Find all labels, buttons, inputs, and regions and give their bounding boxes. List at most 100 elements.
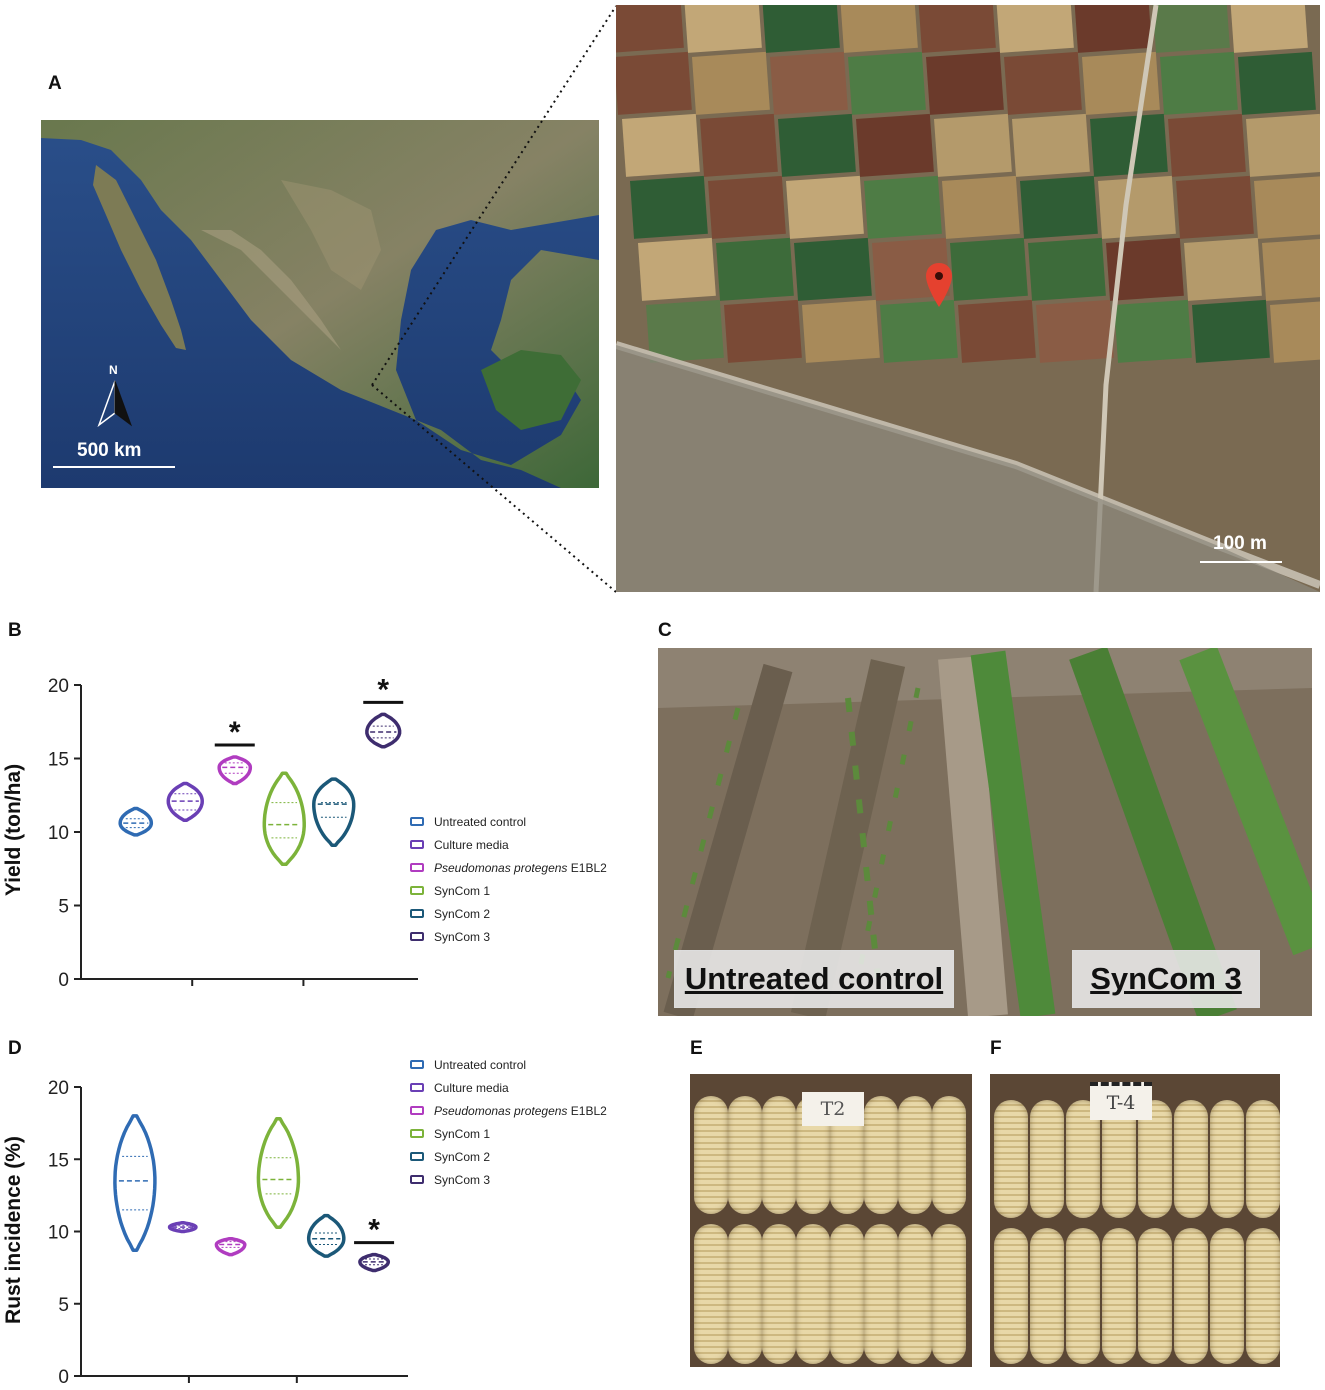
location-pin-icon [926, 263, 952, 307]
field-plot [848, 51, 926, 115]
field-plot [995, 5, 1074, 53]
legend-label: Pseudomonas protegens E1BL2 [434, 860, 607, 875]
legend-label: SynCom 2 [434, 1149, 491, 1164]
field-plot [934, 113, 1012, 177]
field-plot [1106, 237, 1184, 301]
maize-ear [1210, 1100, 1244, 1218]
field-plot [1035, 299, 1114, 363]
y-tick-label: 5 [58, 897, 69, 918]
field-plot [1191, 299, 1270, 363]
violin-shape [306, 1213, 346, 1258]
violin-shape [256, 1117, 301, 1229]
panel-label-a: A [48, 73, 62, 94]
legend-label: Untreated control [434, 1057, 527, 1072]
maize-ear [1174, 1100, 1208, 1218]
legend-label: SynCom 1 [434, 1126, 491, 1141]
field-plot [1253, 175, 1320, 239]
map-overview-graphic [41, 120, 599, 488]
legend-item: Untreated control [410, 1053, 607, 1076]
legend-swatch [410, 909, 424, 918]
maize-ear [1174, 1228, 1208, 1364]
maize-ear [762, 1224, 796, 1364]
legend-swatch [410, 1175, 424, 1184]
t4-tag-label: T-4 [1090, 1082, 1152, 1120]
field-plot [1004, 51, 1082, 115]
t2-tag-label: T2 [802, 1092, 864, 1126]
violin-shape [214, 1236, 247, 1257]
field-plot [622, 113, 700, 177]
legend-swatch [410, 1083, 424, 1092]
field-plot [616, 5, 684, 53]
violin-shape [262, 771, 306, 867]
y-tick-label: 20 [48, 676, 69, 697]
field-plot [684, 5, 762, 53]
legend-label: Culture media [434, 837, 509, 852]
violin-shape [166, 781, 204, 822]
legend-label: SynCom 3 [434, 929, 491, 944]
legend-item: Pseudomonas protegens E1BL2 [410, 856, 607, 879]
y-tick-label: 10 [48, 1223, 69, 1244]
panel-label-e: E [690, 1038, 703, 1059]
violin-shape [365, 712, 402, 749]
map-overview-scale-label: 500 km [77, 440, 142, 461]
legend-item: SynCom 3 [410, 925, 607, 948]
field-plot [950, 237, 1028, 301]
field-plot [1113, 299, 1192, 363]
violin-shape [312, 777, 356, 847]
y-tick-label: 0 [58, 970, 69, 991]
legend-swatch [410, 1129, 424, 1138]
legend-item: Untreated control [410, 810, 607, 833]
panel-label-b: B [8, 620, 22, 641]
maize-ear [1030, 1100, 1064, 1218]
field-plot [1097, 175, 1176, 239]
field-plot [864, 175, 942, 239]
field-plot [1229, 5, 1308, 53]
legend-item: SynCom 2 [410, 1145, 607, 1168]
field-plot [1237, 51, 1316, 115]
legend-item: Culture media [410, 833, 607, 856]
legend-item: Pseudomonas protegens E1BL2 [410, 1099, 607, 1122]
maize-ear [694, 1224, 728, 1364]
maize-ear [1246, 1100, 1280, 1218]
legend-swatch [410, 1152, 424, 1161]
field-map-scale-label: 100 m [1213, 533, 1267, 554]
field-plot [926, 51, 1004, 115]
maize-ear [1210, 1228, 1244, 1364]
north-label: N [109, 363, 118, 377]
violin-shape [217, 755, 253, 786]
y-axis-label: Yield (ton/ha) [2, 764, 25, 896]
field-crop-photo: Untreated control SynCom 3 [658, 648, 1312, 1016]
maize-ear [1030, 1228, 1064, 1364]
field-plot [917, 5, 996, 53]
field-map-graphic [616, 5, 1320, 592]
maize-ear [1102, 1228, 1136, 1364]
syncom3-caption: SynCom 3 [1072, 950, 1260, 1008]
legend-swatch [410, 932, 424, 941]
violin-shape [113, 1114, 157, 1253]
legend-swatch [410, 886, 424, 895]
maize-ear [932, 1224, 966, 1364]
field-plot [700, 113, 778, 177]
y-tick-label: 5 [58, 1295, 69, 1316]
significance-marker: * [377, 673, 389, 706]
mexico-satellite-map: N 500 km [41, 120, 599, 488]
legend-label: SynCom 3 [434, 1172, 491, 1187]
field-plot [1245, 113, 1320, 177]
field-plot [794, 237, 872, 301]
y-tick-label: 20 [48, 1078, 69, 1099]
y-tick-label: 15 [48, 1150, 69, 1171]
field-plot [1159, 51, 1238, 115]
field-plot [1151, 5, 1230, 53]
violin-shape [167, 1221, 198, 1234]
significance-marker: * [368, 1214, 380, 1247]
maize-ears-photo-t4: T-4 [990, 1074, 1280, 1367]
field-plot [1012, 113, 1090, 177]
legend-item: SynCom 1 [410, 879, 607, 902]
maize-ear [1246, 1228, 1280, 1364]
field-plot [1183, 237, 1262, 301]
field-plot [958, 299, 1036, 363]
legend-swatch [410, 817, 424, 826]
legend-label: SynCom 1 [434, 883, 491, 898]
y-tick-label: 10 [48, 823, 69, 844]
